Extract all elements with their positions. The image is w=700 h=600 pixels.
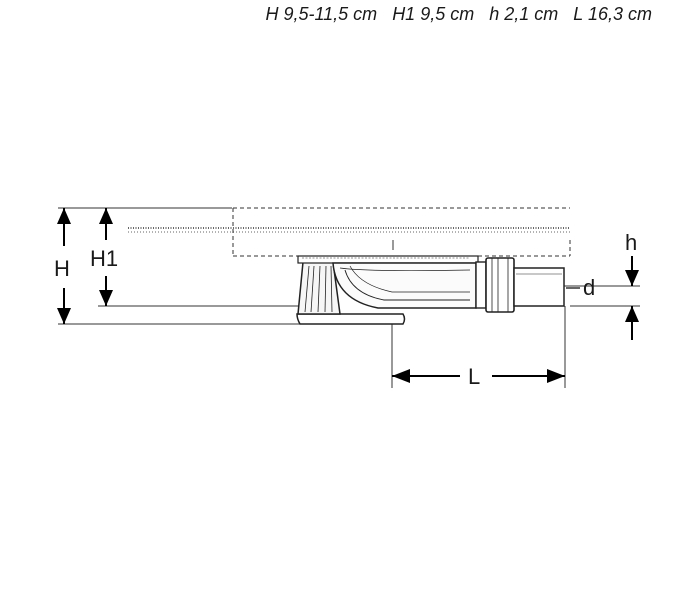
- drain-top-plate: [297, 255, 479, 264]
- arrow-down-icon: [57, 308, 71, 324]
- arrow-down-icon: [625, 270, 639, 286]
- outlet-coupling: [485, 257, 515, 313]
- drain-body: [296, 255, 565, 325]
- label-H1: H1: [90, 246, 118, 271]
- dimension-h: h: [625, 230, 639, 340]
- arrow-up-icon: [99, 208, 113, 224]
- arrow-down-icon: [99, 290, 113, 306]
- outlet-pipe: [513, 267, 565, 307]
- drain-base-foot: [296, 313, 406, 325]
- arrow-up-icon: [625, 306, 639, 322]
- arrow-left-icon: [392, 369, 410, 383]
- spec-L: L 16,3 cm: [573, 4, 652, 24]
- arrow-up-icon: [57, 208, 71, 224]
- dimension-d: d: [566, 275, 595, 300]
- outlet-collar: [475, 261, 487, 309]
- specification-line: H 9,5-11,5 cm H1 9,5 cm h 2,1 cm L 16,3 …: [265, 4, 652, 25]
- spec-H: H 9,5-11,5 cm: [265, 4, 378, 24]
- drain-bowl: [332, 262, 477, 309]
- floor-layers: [128, 207, 571, 257]
- dimension-H1: H1: [90, 208, 118, 306]
- dimension-H: H: [54, 208, 71, 324]
- label-d: d: [583, 275, 595, 300]
- spec-h: h 2,1 cm: [489, 4, 559, 24]
- spec-H1: H1 9,5 cm: [392, 4, 475, 24]
- arrow-right-icon: [547, 369, 565, 383]
- label-H: H: [54, 256, 70, 281]
- label-L: L: [468, 364, 480, 389]
- label-h: h: [625, 230, 637, 255]
- dimension-L: L: [392, 364, 565, 389]
